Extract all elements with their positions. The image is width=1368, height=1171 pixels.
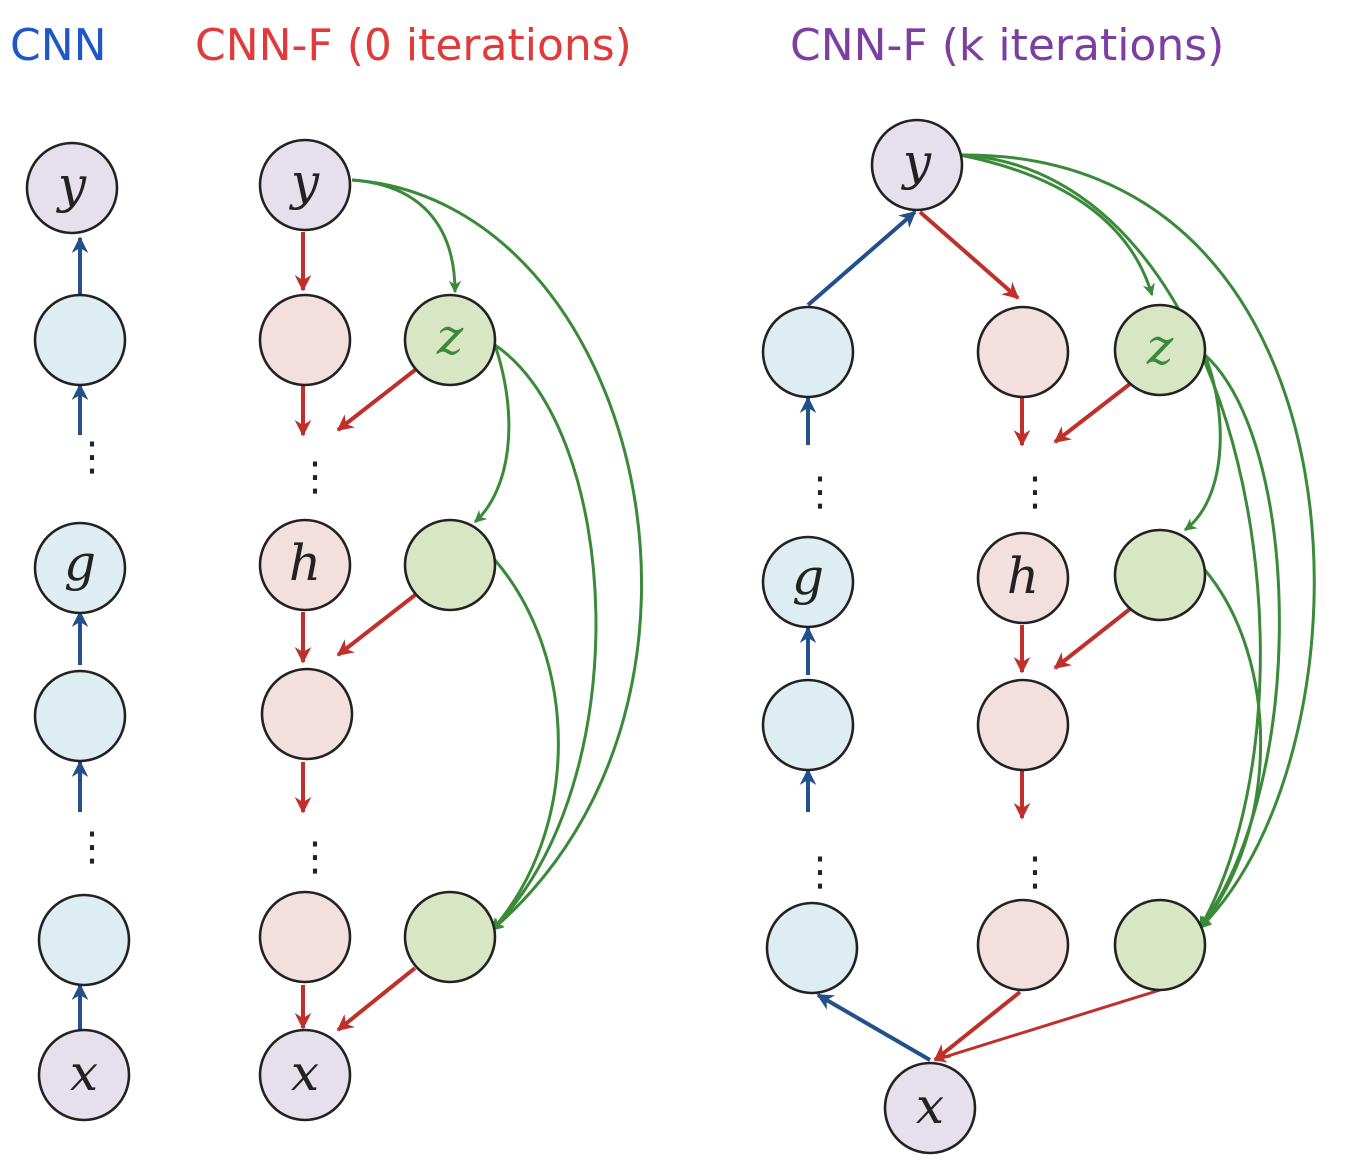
cnn-ellipsis-bottom: ⋮ [72,824,112,870]
cnnf0-red-bottom-diag [336,966,417,1032]
cnn-node-g [33,521,127,615]
cnnfk-red-ellipsis-bottom: ⋮ [1015,849,1055,895]
cnnf0-label-y: y [289,153,320,211]
cnnf0-label-z: z [436,308,464,366]
cnn-node-1 [33,293,127,387]
cnnf0-node-red-3 [260,667,354,761]
cnnf0-red-z-diag [336,368,417,432]
cnnf0-node-green-bottom [403,890,497,984]
cnnfk-node-y [870,118,964,212]
cnnf0-green-z-to-bottom [490,343,598,932]
cnnfk-green-y-to-bottom-b [959,153,1316,930]
cnnf0-node-h [258,518,352,612]
cnnf0-green-mid-to-bottom [490,559,560,931]
cnnfk-node-blue-4 [765,901,859,995]
cnnfk-label-h: h [1007,547,1039,605]
cnnf0-label-x: x [291,1044,319,1102]
cnnf0-red-mid-diag [336,593,417,657]
cnnfk-blue-n1-to-y [806,210,917,307]
cnnfk-green-y-to-bottom-a [959,153,1262,930]
cnnfk-blue-ellipsis-top: ⋮ [800,469,840,515]
cnnf0-node-z [403,293,497,387]
cnnfk-label-z: z [1146,318,1174,376]
cnnfk-blue-ellipsis-bottom: ⋮ [800,849,840,895]
cnn-column: ⋮ ⋮ y g x [25,141,131,1122]
cnnfk-green-y-to-z [959,153,1155,297]
cnnfk-node-red-4 [976,898,1070,992]
cnnf0-node-red-1 [258,293,352,387]
cnnfk-node-red-1 [976,305,1070,399]
cnn-label-y: y [56,156,87,214]
cnnfk-column: ⋮ ⋮ ⋮ ⋮ y g h z x [761,118,1316,1155]
cnn-ellipsis-top: ⋮ [72,434,112,480]
cnnf0-node-red-4 [258,890,352,984]
cnnfk-node-green-bottom [1113,898,1207,992]
cnn-node-4 [37,893,131,987]
cnnfk-green-mid-to-bottom [1198,569,1263,929]
cnnfk-red-y-to-n1 [918,210,1020,300]
cnnf0-green-y-to-bottom [351,178,643,932]
heading-cnnf-0-iterations: CNN-F (0 iterations) [195,20,632,71]
cnnfk-node-x [883,1061,977,1155]
cnnfk-green-z-to-bottom [1198,353,1281,930]
cnn-label-x: x [70,1044,98,1102]
cnnfk-label-x: x [916,1077,944,1135]
cnn-label-g: g [64,534,96,592]
cnn-node-3 [33,669,127,763]
cnnf0-ellipsis-bottom: ⋮ [295,834,335,880]
cnnf0-green-y-to-z [351,178,462,294]
cnnf0-node-x [258,1028,352,1122]
cnnfk-red-z-diag [1053,378,1137,444]
cnnfk-label-g: g [792,548,824,606]
cnnfk-green-z-to-mid [1184,354,1222,532]
cnnfk-red-mid-diag [1053,603,1137,670]
cnnfk-node-blue-1 [761,305,855,399]
cnn-node-x [37,1028,131,1122]
cnnfk-node-g [761,535,855,629]
cnnfk-node-z [1113,303,1207,397]
cnnfk-node-h [976,531,1070,625]
cnnfk-red-green-to-x [933,988,1161,1063]
heading-cnnf-k-iterations: CNN-F (k iterations) [790,20,1224,71]
cnnf0-column: ⋮ ⋮ y h x z [258,138,643,1122]
cnnf0-node-y [258,138,352,232]
cnnf0-label-h: h [289,534,321,592]
cnnf0-node-green-mid [403,518,497,612]
heading-cnn: CNN [10,20,107,71]
cnnfk-node-green-mid [1113,528,1207,622]
cnnfk-red-ellipsis-top: ⋮ [1015,469,1055,515]
cnnfk-node-red-3 [976,678,1070,772]
cnnfk-node-blue-3 [761,678,855,772]
cnnfk-label-y: y [901,133,932,191]
cnnfk-red-n4-to-x [933,990,1022,1062]
cnnf0-green-z-to-mid [473,344,511,524]
cnn-node-y [25,141,119,235]
cnnfk-blue-x-to-n4 [816,993,932,1062]
cnnf0-ellipsis-top: ⋮ [295,454,335,500]
